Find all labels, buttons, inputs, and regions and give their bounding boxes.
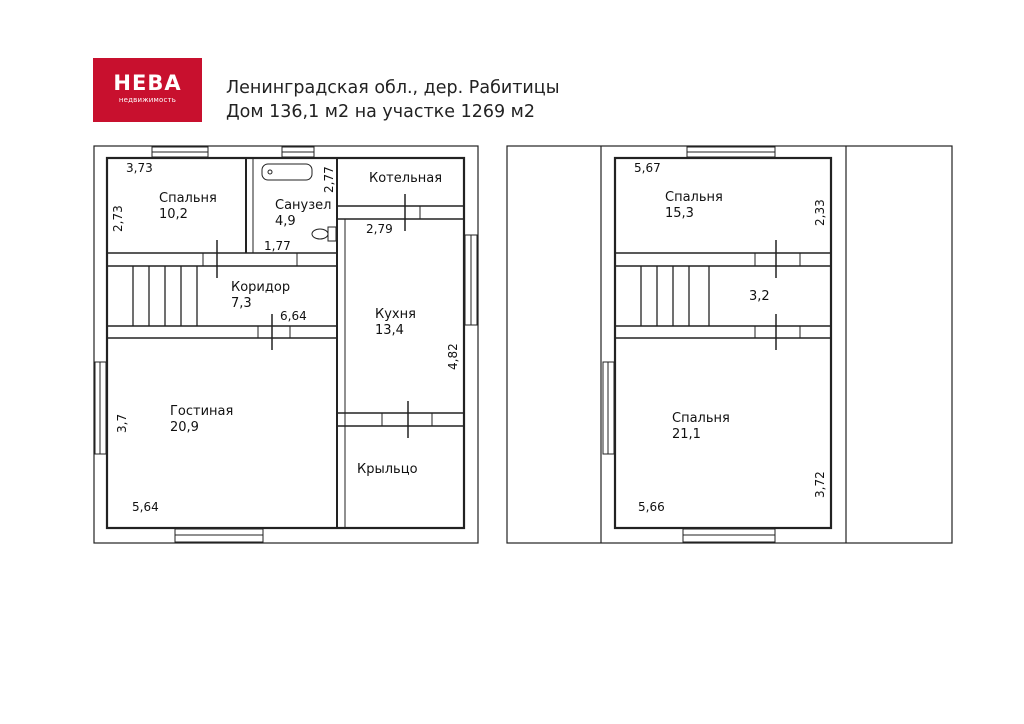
- dim-living-height: 3,7: [115, 414, 129, 433]
- floor-1-walls: [105, 156, 466, 530]
- room-area-bathroom: 4,9: [275, 214, 296, 229]
- floor-2-outline: [506, 145, 953, 544]
- dim-living-width: 5,64: [132, 500, 159, 514]
- window: [686, 146, 776, 158]
- room-area-living: 20,9: [170, 420, 199, 435]
- window: [464, 234, 478, 326]
- room-name-kitchen: Кухня: [375, 307, 416, 322]
- dim-corridor-width: 6,64: [280, 309, 307, 323]
- room-name-bathroom: Санузел: [275, 198, 331, 213]
- staircase: [640, 266, 690, 326]
- dim-bathroom-height: 2,77: [322, 166, 336, 193]
- dim-bedroom-1-width: 5,67: [634, 161, 661, 175]
- floor-2-walls: [613, 156, 833, 530]
- room-name-bedroom-2: Спальня: [672, 411, 730, 426]
- dim-bedroom-2-height: 3,72: [813, 471, 827, 498]
- dim-boiler-width: 2,79: [366, 222, 393, 236]
- floor-2-plan: [506, 145, 953, 544]
- dim-bedroom-1-height: 2,33: [813, 199, 827, 226]
- bathtub-icon: [261, 163, 313, 181]
- room-name-bedroom: Спальня: [159, 191, 217, 206]
- window: [151, 146, 209, 158]
- window: [281, 146, 315, 158]
- area-line: Дом 136,1 м2 на участке 1269 м2: [226, 102, 536, 122]
- room-area-hall: 3,2: [749, 289, 770, 304]
- dim-bedroom-width: 3,73: [126, 161, 153, 175]
- company-logo: НЕВА недвижимость: [93, 58, 202, 122]
- floor-1-plan: [93, 145, 479, 544]
- room-area-bedroom-2: 21,1: [672, 427, 701, 442]
- room-area-corridor: 7,3: [231, 296, 252, 311]
- window: [682, 528, 776, 543]
- floor-2-labels: Спальня 15,3 3,2 Спальня 21,1 5,67 2,33 …: [634, 161, 827, 514]
- dim-bedroom-2-width: 5,66: [638, 500, 665, 514]
- logo-subtitle: недвижимость: [118, 96, 177, 104]
- room-area-bedroom: 10,2: [159, 207, 188, 222]
- floor-1-outline: [93, 145, 479, 544]
- room-area-bedroom-1: 15,3: [665, 206, 694, 221]
- room-name-corridor: Коридор: [231, 280, 290, 295]
- dim-bathroom-width: 1,77: [264, 239, 291, 253]
- room-name-porch: Крыльцо: [357, 462, 418, 477]
- staircase: [132, 266, 198, 326]
- dim-bedroom-height: 2,73: [111, 205, 125, 232]
- toilet-icon: [311, 226, 337, 242]
- window: [94, 361, 107, 455]
- window: [174, 528, 264, 543]
- room-name-bedroom-1: Спальня: [665, 190, 723, 205]
- room-area-kitchen: 13,4: [375, 323, 404, 338]
- window: [602, 361, 615, 455]
- address-line: Ленинградская обл., дер. Рабитицы: [226, 78, 560, 98]
- room-name-boiler: Котельная: [369, 171, 442, 186]
- floor-1-labels: Спальня 10,2 Санузел 4,9 Котельная Корид…: [111, 161, 460, 514]
- room-name-living: Гостиная: [170, 404, 233, 419]
- dim-kitchen-height: 4,82: [446, 343, 460, 370]
- logo-name: НЕВА: [113, 71, 182, 95]
